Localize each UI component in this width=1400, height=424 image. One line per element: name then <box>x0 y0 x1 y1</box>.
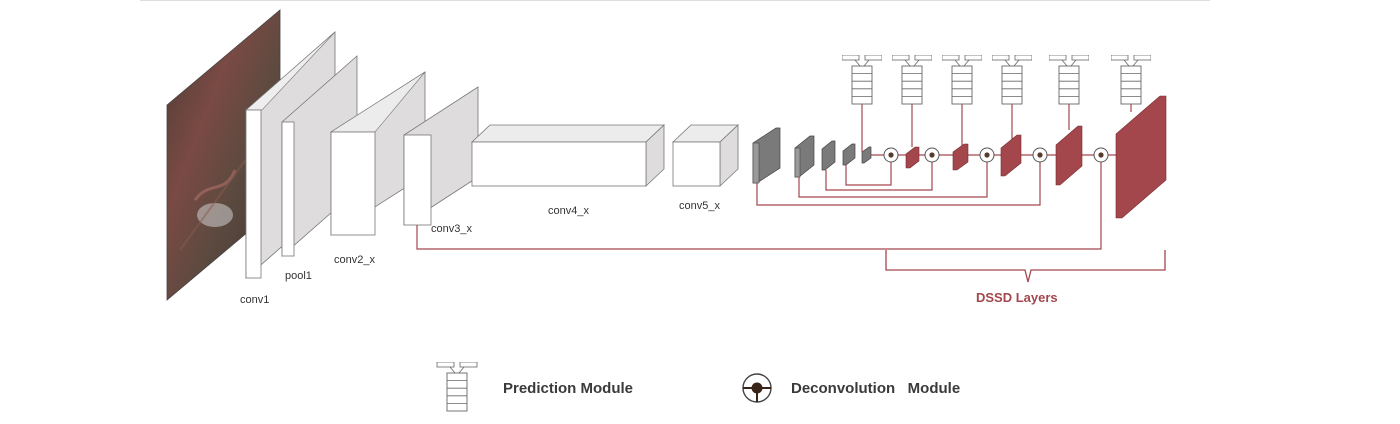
label-pool1: pool1 <box>285 270 312 282</box>
label-dssd-layers: DSSD Layers <box>976 290 1058 305</box>
prediction-legend-icon <box>436 362 478 412</box>
prediction-modules <box>842 55 1151 105</box>
legend: Prediction Module Deconvolution Module <box>436 362 960 412</box>
ssd-extra-layers <box>752 127 872 184</box>
deconv-join-icon <box>1093 147 1109 163</box>
dssd-bracket <box>885 250 1166 283</box>
label-conv3: conv3_x <box>431 223 472 235</box>
legend-deconvolution-label: Deconvolution Module <box>791 380 960 397</box>
label-conv2: conv2_x <box>334 254 375 266</box>
deconv-join-icon <box>1032 147 1048 163</box>
conv5-layer <box>671 124 740 187</box>
prediction-module-icon <box>1111 55 1151 105</box>
deconv-join-icon <box>924 147 940 163</box>
deconvolution-joins <box>883 147 1109 163</box>
dssd-deconv-layers <box>905 95 1167 219</box>
legend-prediction-label: Prediction Module <box>503 380 633 397</box>
label-conv4: conv4_x <box>548 205 589 217</box>
deconv-join-icon <box>979 147 995 163</box>
prediction-module-icon <box>842 55 882 105</box>
prediction-module-icon <box>942 55 982 105</box>
prediction-module-icon <box>1049 55 1089 105</box>
label-conv1: conv1 <box>240 294 269 306</box>
prediction-module-icon <box>992 55 1032 105</box>
label-conv5: conv5_x <box>679 200 720 212</box>
deconvolution-legend-icon <box>742 373 772 403</box>
conv2-layer <box>329 71 426 236</box>
conv4-layer <box>470 124 666 187</box>
prediction-module-icon <box>892 55 932 105</box>
deconv-join-icon <box>883 147 899 163</box>
